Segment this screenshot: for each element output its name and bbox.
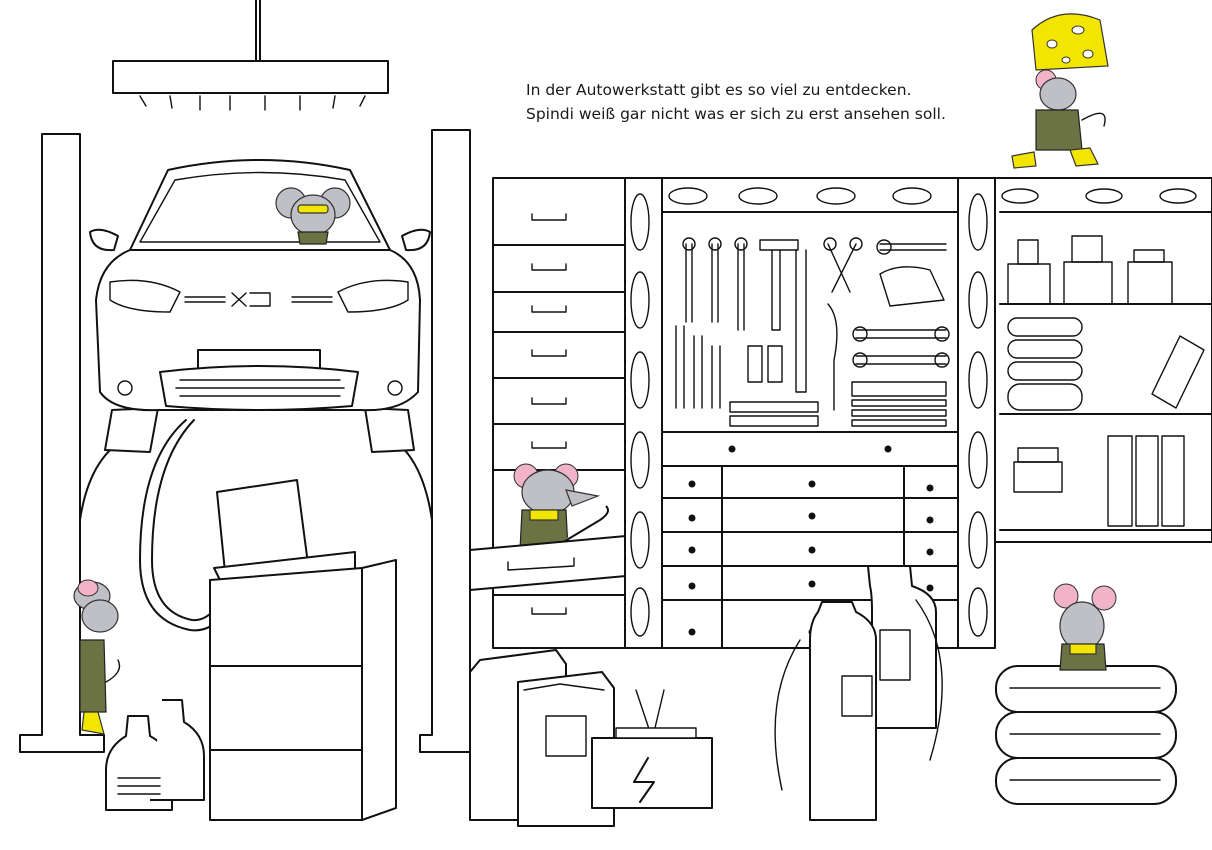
battery <box>591 689 713 809</box>
story-caption: In der Autowerkstatt gibt es so viel zu … <box>526 78 996 126</box>
jerry-cans <box>469 649 615 827</box>
mouse-with-wrench <box>513 463 609 551</box>
mouse-on-tires <box>1053 583 1117 671</box>
tool-cabinet <box>624 177 996 649</box>
car <box>89 159 431 453</box>
shelving-right <box>994 177 1212 543</box>
caption-line-2: Spindi weiß gar nicht was er sich zu ers… <box>526 105 946 123</box>
driver-mouse <box>275 187 351 245</box>
gas-cylinders <box>774 565 943 821</box>
ceiling-lamp <box>112 0 389 111</box>
diagnostic-cabinet <box>209 479 397 821</box>
mouse-carrying-cheese <box>1011 13 1109 169</box>
oil-bottles <box>105 699 205 811</box>
tire-stack <box>995 665 1177 805</box>
caption-line-1: In der Autowerkstatt gibt es so viel zu … <box>526 81 912 99</box>
mouse-peeking-left <box>73 579 121 735</box>
